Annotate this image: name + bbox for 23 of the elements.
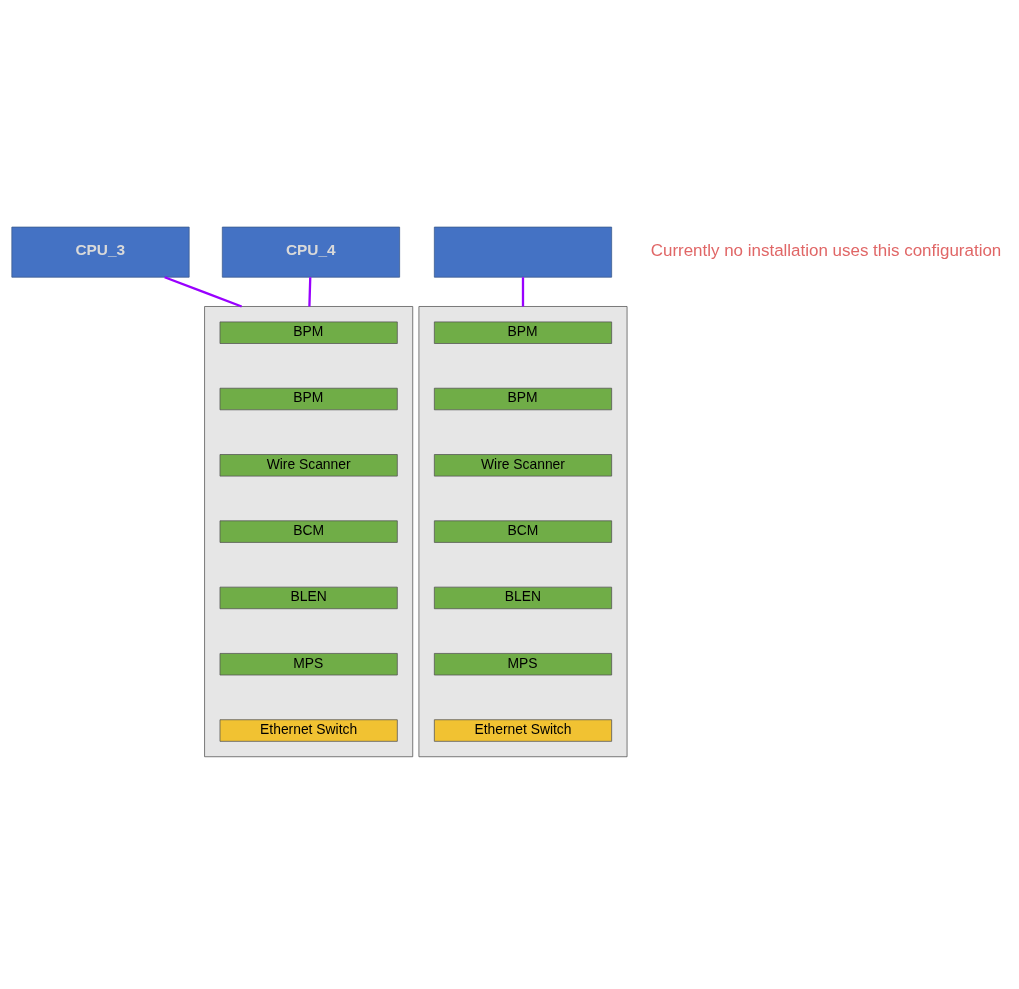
label: Currently no installation uses this configuration: [650, 240, 1002, 260]
node-box: Ethernet Switch: [433, 718, 613, 742]
node-box: BPM: [219, 321, 398, 344]
node-box: [433, 226, 613, 278]
node-box: BPM: [219, 387, 398, 410]
node-box: CPU_4: [221, 226, 401, 278]
connector: [164, 275, 243, 308]
node-box: BPM: [433, 321, 613, 344]
node-box: Wire Scanner: [219, 453, 398, 476]
node-box: BCM: [433, 519, 613, 543]
cluster: [418, 305, 628, 757]
node-box: Wire Scanner: [433, 453, 613, 476]
node-box: BCM: [219, 519, 398, 543]
node-box: BLEN: [433, 586, 613, 609]
node-box: MPS: [433, 652, 613, 675]
connector: [308, 276, 312, 307]
node-box: Ethernet Switch: [219, 718, 398, 742]
cluster: [204, 305, 414, 757]
node-box: BPM: [433, 387, 613, 410]
node-box: BLEN: [219, 586, 398, 609]
connector: [521, 276, 525, 306]
node-box: CPU_3: [11, 226, 190, 278]
node-box: MPS: [219, 652, 398, 675]
